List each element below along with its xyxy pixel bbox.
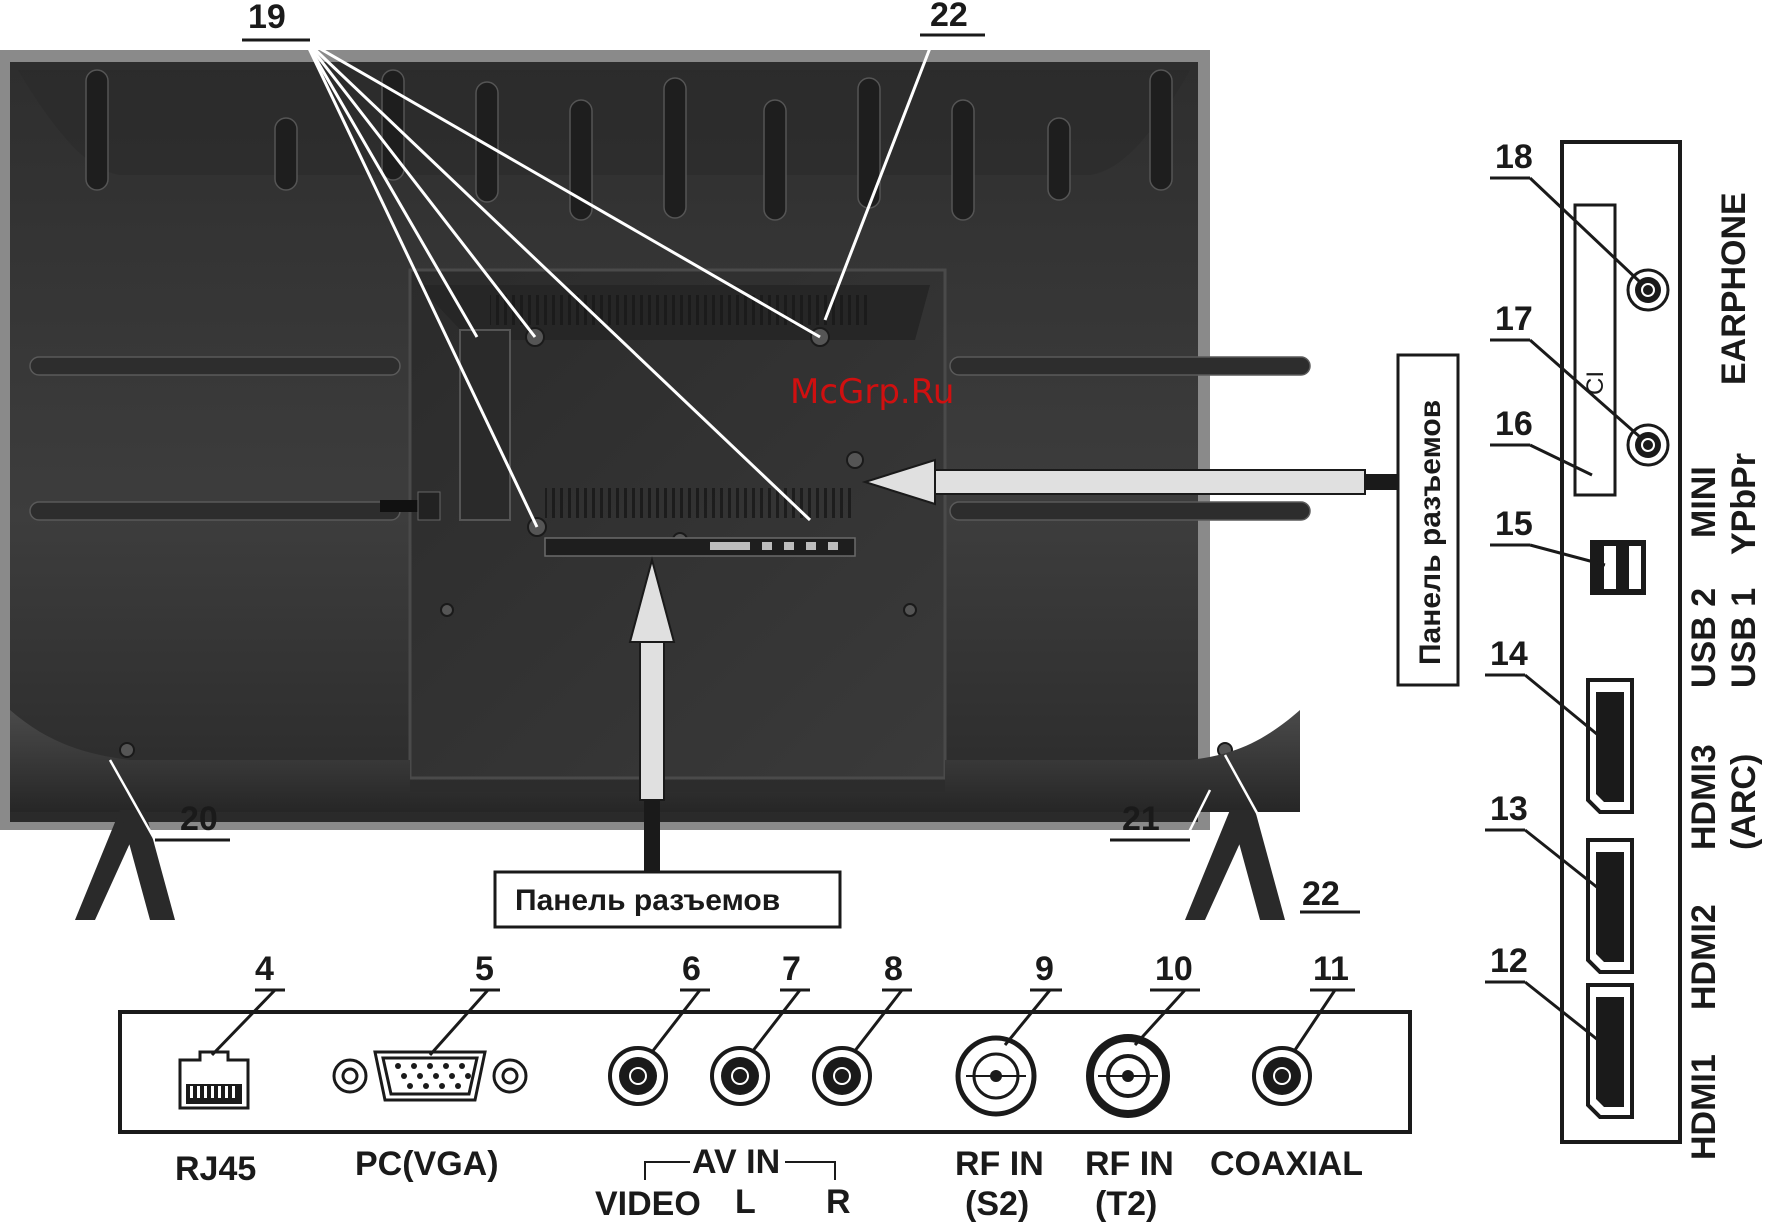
hdmi1-port — [1588, 985, 1632, 1117]
callout-10: 10 — [1155, 950, 1193, 988]
hdmi2-port — [1588, 840, 1632, 972]
rca-video-jack — [610, 1048, 666, 1104]
label-video: VIDEO — [595, 1185, 701, 1222]
callout-8: 8 — [884, 950, 903, 988]
rf-in-s2-port — [958, 1038, 1034, 1114]
callout-18: 18 — [1495, 138, 1533, 176]
label-audio-right: R — [826, 1183, 851, 1221]
ci-slot — [1575, 205, 1615, 495]
callout-11: 11 — [1313, 950, 1349, 988]
rf-in-t2-port — [1090, 1038, 1166, 1114]
watermark: McGrp.Ru — [790, 372, 954, 412]
label-rf-s2-line1: RF IN — [955, 1145, 1044, 1183]
label-earphone: EARPHONE — [1715, 192, 1753, 385]
rca-audio-left-jack — [712, 1048, 768, 1104]
label-mini-line2: YPbPr — [1725, 453, 1763, 555]
callout-21: 21 — [1122, 800, 1160, 838]
side-panel-label: Панель разъемов — [1414, 400, 1447, 665]
callout-19: 19 — [248, 0, 286, 36]
callout-9: 9 — [1035, 950, 1054, 988]
callout-22-bottom: 22 — [1302, 875, 1340, 913]
callout-4: 4 — [255, 950, 274, 988]
label-coaxial: COAXIAL — [1210, 1145, 1363, 1183]
label-rf-s2-line2: (S2) — [965, 1185, 1029, 1222]
label-hdmi3-line2: (ARC) — [1725, 754, 1763, 850]
label-av-in: AV IN — [692, 1143, 780, 1181]
label-rf-t2-line1: RF IN — [1085, 1145, 1174, 1183]
label-mini-line1: MINI — [1685, 466, 1723, 538]
coaxial-port — [1254, 1048, 1310, 1104]
callout-15: 15 — [1495, 505, 1533, 543]
callout-13: 13 — [1490, 790, 1528, 828]
callout-7: 7 — [782, 950, 801, 988]
label-vga: PC(VGA) — [355, 1145, 499, 1183]
callout-22-top: 22 — [930, 0, 968, 34]
label-hdmi3-line1: HDMI3 — [1685, 744, 1723, 850]
label-rf-t2-line2: (T2) — [1095, 1185, 1157, 1222]
rca-audio-right-jack — [814, 1048, 870, 1104]
callout-14: 14 — [1490, 635, 1528, 673]
label-hdmi1: HDMI1 — [1685, 1054, 1723, 1160]
bottom-panel-label: Панель разъемов — [515, 884, 780, 917]
rj45-port — [180, 1052, 248, 1108]
callout-5: 5 — [475, 950, 494, 988]
label-rj45: RJ45 — [175, 1150, 256, 1188]
label-usb1: USB 1 — [1725, 588, 1763, 688]
label-hdmi2: HDMI2 — [1685, 904, 1723, 1010]
hdmi3-port — [1588, 680, 1632, 812]
callout-16: 16 — [1495, 405, 1533, 443]
usb-ports — [1590, 540, 1646, 595]
callout-12: 12 — [1490, 942, 1528, 980]
callout-20: 20 — [180, 800, 218, 838]
label-usb2: USB 2 — [1685, 588, 1723, 688]
label-audio-left: L — [735, 1183, 756, 1221]
callout-17: 17 — [1495, 300, 1533, 338]
callout-6: 6 — [682, 950, 701, 988]
